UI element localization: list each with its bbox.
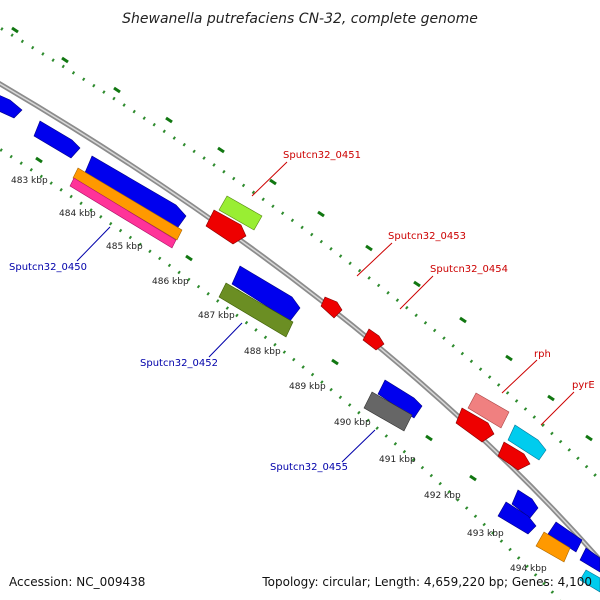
gene-label-0450[interactable]: Sputcn32_0450: [9, 262, 87, 273]
major-tick: [269, 178, 277, 186]
tick-label: 494 kbp: [510, 564, 547, 574]
major-tick: [217, 146, 225, 154]
cds-reverse-0454[interactable]: [362, 328, 385, 351]
inner-features: [33, 120, 571, 563]
major-tick: [11, 26, 19, 34]
major-tick: [331, 358, 339, 366]
cds-pink-0450[interactable]: [69, 177, 177, 249]
cds-reverse-0453[interactable]: [320, 296, 343, 319]
tick-label: 485 kbp: [106, 242, 143, 252]
callout-line-0455: [341, 429, 376, 463]
tick-label: 492 kbp: [424, 491, 461, 501]
major-tick: [469, 474, 477, 482]
major-tick: [185, 254, 193, 262]
cds-forward[interactable]: [547, 521, 583, 553]
cds-reverse-0451[interactable]: [205, 209, 247, 245]
cds-forward[interactable]: [0, 92, 23, 119]
outer-tick-ring: [0, 26, 600, 482]
cds-forward-0450[interactable]: [83, 155, 187, 231]
map-title: Shewanella putrefaciens CN-32, complete …: [122, 11, 478, 27]
callout-line-0452: [208, 322, 243, 358]
cds-forward-pyrE[interactable]: [507, 424, 547, 461]
tick-label: 489 kbp: [289, 382, 326, 392]
cds-orange[interactable]: [535, 531, 571, 563]
cds-forward-0451[interactable]: [218, 195, 263, 231]
forward-features: [0, 92, 600, 593]
tick-label: 493 kbp: [467, 529, 504, 539]
major-tick: [317, 210, 325, 218]
gene-label-0455[interactable]: Sputcn32_0455: [270, 462, 348, 473]
callout-line-0451: [251, 161, 288, 197]
tick-label: 487 kbp: [198, 311, 235, 321]
major-tick: [165, 116, 173, 124]
gene-label-0453[interactable]: Sputcn32_0453: [388, 231, 466, 242]
major-tick: [35, 156, 43, 164]
major-tick: [61, 56, 69, 64]
genome-summary-text: Topology: circular; Length: 4,659,220 bp…: [261, 575, 592, 589]
accession-text: Accession: NC_009438: [9, 575, 145, 589]
cds-forward[interactable]: [579, 547, 600, 573]
cds-olive-0452[interactable]: [218, 282, 294, 338]
major-tick: [547, 394, 555, 402]
callout-line-0450: [76, 226, 111, 262]
tick-labels: 483 kbp 484 kbp 485 kbp 486 kbp 487 kbp …: [11, 176, 547, 574]
major-tick: [365, 244, 373, 252]
gene-label-0454[interactable]: Sputcn32_0454: [430, 264, 508, 275]
major-tick: [585, 434, 593, 442]
tick-label: 488 kbp: [244, 347, 281, 357]
gene-label-0452[interactable]: Sputcn32_0452: [140, 358, 218, 369]
gene-label-0451[interactable]: Sputcn32_0451: [283, 150, 361, 161]
cds-grey-0455[interactable]: [363, 391, 413, 432]
major-tick: [425, 434, 433, 442]
callout-line-0454: [399, 275, 434, 310]
gene-label-rph[interactable]: rph: [534, 349, 551, 360]
gene-labels: Sputcn32_0451 Sputcn32_0453 Sputcn32_045…: [9, 150, 595, 473]
major-tick: [505, 354, 513, 362]
major-tick: [459, 316, 467, 324]
major-tick: [113, 86, 121, 94]
cds-reverse[interactable]: [497, 441, 531, 471]
cds-reverse-rph[interactable]: [455, 407, 495, 443]
cds-forward[interactable]: [497, 501, 537, 535]
tick-label: 483 kbp: [11, 176, 48, 186]
callout-line-rph: [501, 359, 538, 394]
tick-label: 490 kbp: [334, 418, 371, 428]
callout-lines: [76, 161, 575, 463]
callout-line-pyrE: [540, 391, 575, 426]
cds-forward-0452[interactable]: [231, 265, 301, 322]
tick-label: 486 kbp: [152, 277, 189, 287]
cds-forward-rph[interactable]: [467, 392, 510, 429]
callout-line-0453: [356, 242, 393, 277]
cds-forward[interactable]: [33, 120, 81, 159]
cds-forward-0455[interactable]: [377, 379, 423, 419]
tick-label: 491 kbp: [379, 455, 416, 465]
major-tick: [413, 280, 421, 288]
cds-forward[interactable]: [579, 569, 600, 593]
tick-label: 484 kbp: [59, 209, 96, 219]
gene-label-pyrE[interactable]: pyrE: [572, 380, 595, 391]
cds-orange-0450[interactable]: [72, 167, 183, 241]
cds-forward[interactable]: [511, 489, 539, 519]
